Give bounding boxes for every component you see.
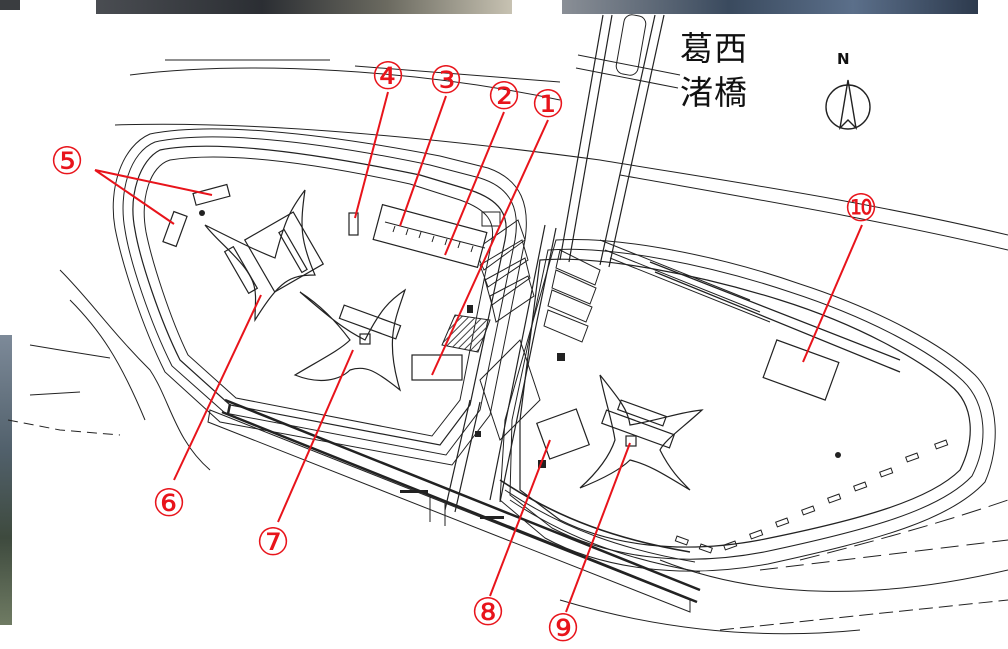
facility-1	[411, 354, 463, 381]
marker-6[interactable]: ⑥	[151, 481, 187, 525]
facility-2	[372, 203, 488, 269]
facility-10	[762, 339, 840, 401]
north-label: N	[837, 50, 850, 68]
marker-1[interactable]: ①	[530, 82, 566, 126]
marker-3[interactable]: ③	[428, 58, 464, 102]
marker-2[interactable]: ②	[486, 74, 522, 118]
marker-5[interactable]: ⑤	[49, 139, 85, 183]
photo-fragment-top-right	[562, 0, 978, 14]
facility-4	[348, 212, 359, 236]
bridge-name-line2: 渚橋	[680, 73, 748, 112]
photo-fragment-top-left	[96, 0, 512, 14]
photo-fragment-left	[0, 335, 12, 625]
marker-4[interactable]: ④	[370, 54, 406, 98]
north-arrow-icon	[825, 79, 871, 131]
marker-8[interactable]: ⑧	[470, 590, 506, 634]
bridge-name-line1: 葛西	[680, 29, 748, 68]
marker-10[interactable]: ⑩	[843, 186, 879, 230]
facility-5b	[162, 210, 188, 248]
facility-8	[535, 408, 591, 460]
marker-9[interactable]: ⑨	[545, 606, 581, 649]
photo-fragment-top-left-corner	[0, 0, 20, 10]
marker-7[interactable]: ⑦	[255, 520, 291, 564]
